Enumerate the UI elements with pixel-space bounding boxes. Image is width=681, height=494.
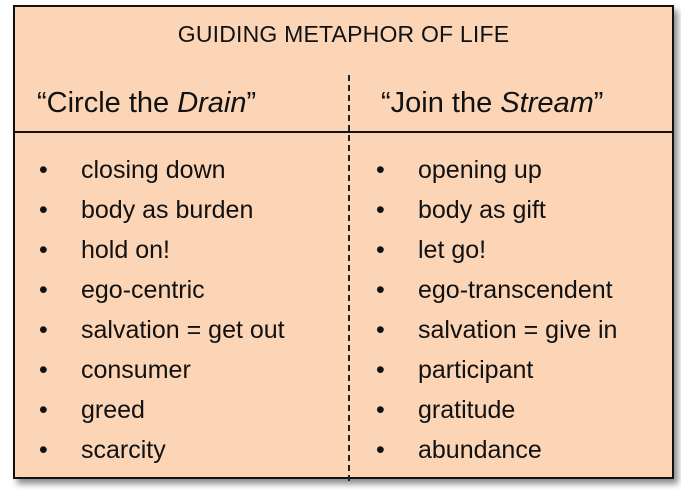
list-item-text: consumer bbox=[81, 356, 191, 384]
bullet-icon: • bbox=[39, 236, 48, 264]
list-item: • greed bbox=[33, 393, 285, 433]
list-item: • scarcity bbox=[33, 433, 285, 473]
list-item: • let go! bbox=[370, 233, 617, 273]
list-item-text: body as gift bbox=[418, 196, 546, 224]
list-item: • hold on! bbox=[33, 233, 285, 273]
bullet-icon: • bbox=[39, 276, 48, 304]
bullet-icon: • bbox=[39, 436, 48, 464]
list-item: • gratitude bbox=[370, 393, 617, 433]
list-item: • abundance bbox=[370, 433, 617, 473]
bullet-icon: • bbox=[376, 396, 385, 424]
heading-text: “Circle the bbox=[37, 87, 178, 119]
list-item-text: salvation = get out bbox=[81, 316, 285, 344]
heading-emphasis: Drain bbox=[177, 87, 247, 119]
list-item: • closing down bbox=[33, 153, 285, 193]
heading-quote: ” bbox=[246, 87, 257, 119]
heading-text: “Join the bbox=[381, 87, 501, 119]
bullet-icon: • bbox=[376, 156, 385, 184]
list-item: • salvation = get out bbox=[33, 313, 285, 353]
bullet-icon: • bbox=[39, 316, 48, 344]
left-column-heading: “Circle the Drain” bbox=[37, 87, 256, 120]
bullet-icon: • bbox=[39, 156, 48, 184]
bullet-icon: • bbox=[376, 196, 385, 224]
bullet-icon: • bbox=[39, 396, 48, 424]
list-item: • salvation = give in bbox=[370, 313, 617, 353]
list-item: • opening up bbox=[370, 153, 617, 193]
bullet-icon: • bbox=[376, 436, 385, 464]
list-item-text: salvation = give in bbox=[418, 316, 618, 344]
list-item-text: ego-centric bbox=[81, 276, 205, 304]
list-item-text: hold on! bbox=[81, 236, 170, 264]
right-column-heading: “Join the Stream” bbox=[381, 87, 603, 120]
heading-emphasis: Stream bbox=[500, 87, 594, 119]
list-item-text: ego-transcendent bbox=[418, 276, 613, 304]
list-item-text: opening up bbox=[418, 156, 542, 184]
right-list: • opening up • body as gift • let go! • ego-tra… bbox=[370, 153, 617, 473]
list-item-text: gratitude bbox=[418, 396, 516, 424]
bullet-icon: • bbox=[376, 316, 385, 344]
list-item: • participant bbox=[370, 353, 617, 393]
table-title: GUIDING METAPHOR OF LIFE bbox=[177, 21, 510, 47]
metaphor-table: GUIDING METAPHOR OF LIFE “Circle the Dra… bbox=[13, 5, 674, 481]
list-item: • body as burden bbox=[33, 193, 285, 233]
bullet-icon: • bbox=[376, 276, 385, 304]
list-item-text: greed bbox=[81, 396, 145, 424]
list-item: • ego-centric bbox=[33, 273, 285, 313]
bullet-icon: • bbox=[39, 196, 48, 224]
left-list: • closing down • body as burden • hold on! • eg… bbox=[33, 153, 285, 473]
bullet-icon: • bbox=[376, 236, 385, 264]
list-item-text: closing down bbox=[81, 156, 226, 184]
heading-quote: ” bbox=[593, 87, 604, 119]
header-divider bbox=[15, 131, 672, 133]
list-item: • ego-transcendent bbox=[370, 273, 617, 313]
list-item: • body as gift bbox=[370, 193, 617, 233]
list-item-text: let go! bbox=[418, 236, 487, 264]
list-item-text: scarcity bbox=[81, 436, 166, 464]
bullet-icon: • bbox=[376, 356, 385, 384]
list-item-text: abundance bbox=[418, 436, 542, 464]
list-item: • consumer bbox=[33, 353, 285, 393]
column-divider bbox=[348, 75, 350, 481]
bullet-icon: • bbox=[39, 356, 48, 384]
list-item-text: participant bbox=[418, 356, 534, 384]
list-item-text: body as burden bbox=[81, 196, 254, 224]
